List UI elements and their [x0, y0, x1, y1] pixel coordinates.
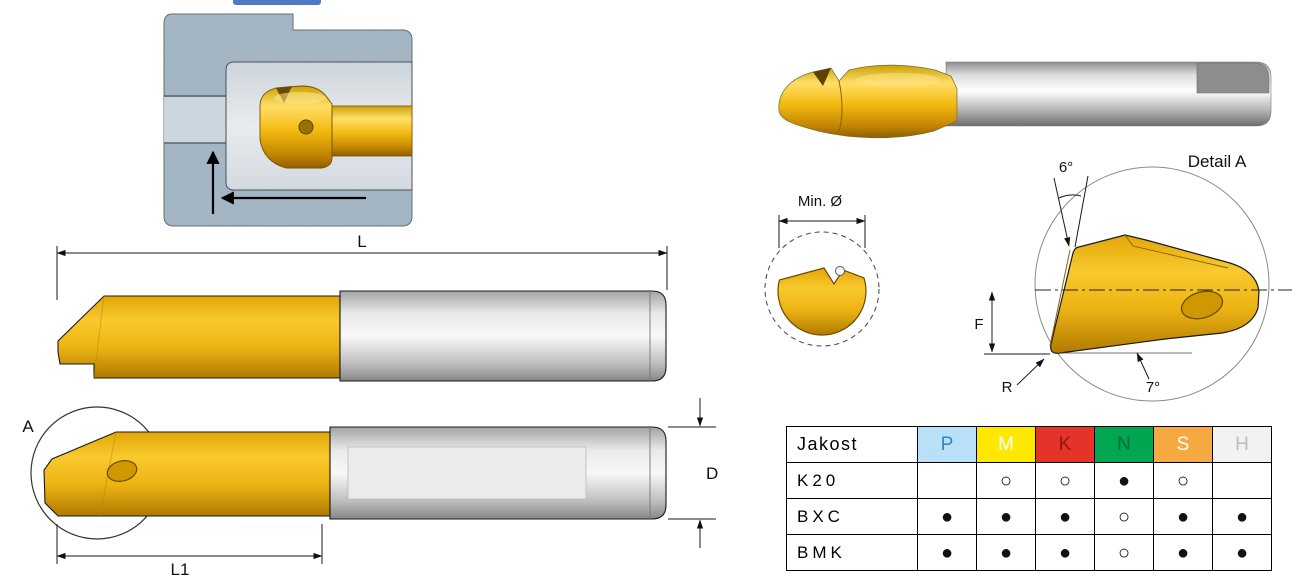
grade-suitability-table: Jakost P M K N S H K20 ○ ○ ● ○ BXC ● ● ●… — [786, 426, 1272, 571]
side-view-drawing — [57, 290, 667, 382]
top-facet-line — [1124, 234, 1229, 269]
column-header-M: M — [976, 426, 1036, 463]
suitability-cell: ● — [976, 534, 1036, 571]
suitability-cell: ○ — [1153, 462, 1213, 499]
feed-direction-arrows — [206, 150, 366, 214]
min-bore-dashed-circle — [764, 231, 880, 347]
row-label-bmk: BMK — [786, 534, 918, 571]
angle-6-callout — [1053, 175, 1089, 248]
front-facet-line — [1049, 249, 1071, 347]
bottom-view-drawing — [30, 406, 667, 540]
suitability-cell: ● — [1035, 498, 1095, 535]
dimension-F — [984, 291, 1050, 355]
table-row-k20: K20 ○ ○ ● ○ — [786, 462, 1272, 499]
suitability-cell: ● — [1212, 498, 1272, 535]
render-pocket-line — [838, 80, 843, 132]
suitability-cell: ● — [1035, 534, 1095, 571]
row-label-bxc: BXC — [786, 498, 918, 535]
radius-leader — [1016, 358, 1045, 386]
min-diameter-view — [764, 215, 880, 347]
suitability-cell: ● — [1153, 498, 1213, 535]
shank-ground-flat — [347, 446, 587, 500]
side-view-steel-shank — [339, 290, 667, 382]
clamp-hole-oval — [106, 460, 138, 482]
table-header-row: Jakost P M K N S H — [786, 426, 1272, 463]
dim-L1-label: L1 — [171, 560, 190, 579]
dim-F-label: F — [974, 316, 983, 333]
tool-shank-in-bore — [331, 105, 413, 157]
tool-head-in-bore — [259, 85, 333, 169]
render-highlight — [856, 73, 940, 87]
angle-7-label: 7° — [1146, 379, 1160, 396]
insert-seat-line — [93, 295, 105, 379]
suitability-cell: ● — [1153, 534, 1213, 571]
row-label-k20: K20 — [786, 462, 918, 499]
render-steel-cylinder — [945, 61, 1272, 127]
suitability-cell: ● — [917, 498, 977, 535]
detail-clamp-hole — [1180, 290, 1224, 320]
dimension-L1 — [56, 524, 323, 564]
column-header-N: N — [1094, 426, 1154, 463]
suitability-cell — [917, 462, 977, 499]
tool-3d-render — [778, 61, 1272, 139]
suitability-cell: ● — [976, 498, 1036, 535]
detail-balloon-circle — [1034, 166, 1270, 402]
detail-a-title: Detail A — [1188, 152, 1247, 171]
suitability-cell: ○ — [1094, 498, 1154, 535]
bottom-view-gold-body — [43, 431, 331, 517]
suitability-cell: ○ — [976, 462, 1036, 499]
suitability-cell: ● — [917, 534, 977, 571]
min-dia-dimension — [778, 215, 866, 248]
dimension-D — [668, 398, 716, 548]
column-header-K: K — [1035, 426, 1095, 463]
angle-7-leader — [1136, 352, 1150, 380]
render-cutting-notch — [813, 68, 831, 86]
detail-insert-body — [1050, 234, 1260, 354]
column-header-S: S — [1153, 426, 1213, 463]
detail-marker-label: A — [22, 417, 34, 436]
render-end-flat — [1196, 62, 1270, 94]
clamp-hole — [298, 119, 314, 135]
dim-D-label: D — [706, 464, 718, 483]
suitability-cell: ○ — [1035, 462, 1095, 499]
table-row-bmk: BMK ● ● ● ○ ● ● — [786, 534, 1272, 571]
dim-L-label: L — [357, 232, 366, 251]
min-dia-label: Min. Ø — [798, 193, 843, 210]
column-header-H: H — [1212, 426, 1272, 463]
cropped-heading-fragment — [233, 0, 321, 5]
table-header-jakost: Jakost — [786, 426, 918, 463]
suitability-cell — [1212, 462, 1272, 499]
front-view-gold — [777, 267, 867, 336]
angle-6-label: 6° — [1059, 159, 1073, 176]
side-view-gold-body — [57, 295, 341, 379]
suitability-cell: ○ — [1094, 534, 1154, 571]
suitability-cell: ● — [1212, 534, 1272, 571]
dimension-L — [56, 246, 668, 300]
front-view-hole — [835, 266, 845, 276]
suitability-cell: ● — [1094, 462, 1154, 499]
dim-R-label: R — [1002, 379, 1013, 396]
pilot-bore — [164, 97, 226, 143]
column-header-P: P — [917, 426, 977, 463]
detail-a-view — [984, 166, 1292, 402]
table-row-bxc: BXC ● ● ● ○ ● ● — [786, 498, 1272, 535]
head-highlight — [274, 92, 326, 104]
cross-section-illustration — [163, 13, 413, 227]
